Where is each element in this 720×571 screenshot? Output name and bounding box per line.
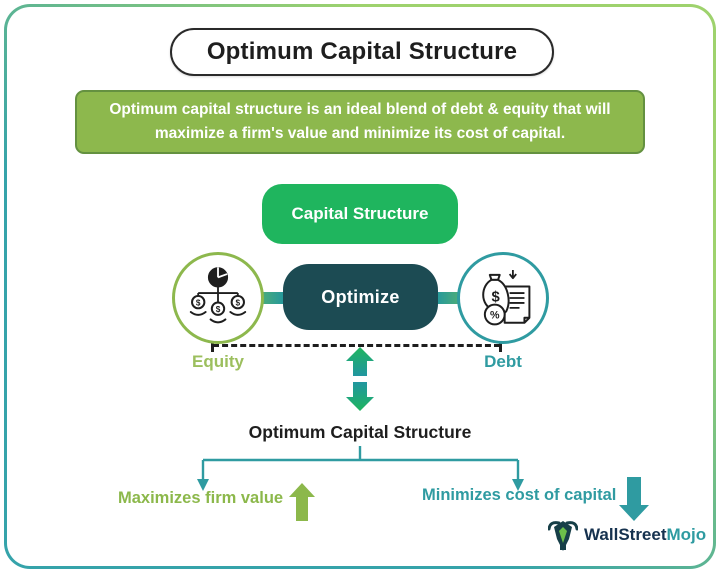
svg-text:$: $ [216,305,221,314]
description-text: Optimum capital structure is an ideal bl… [109,100,611,142]
capital-structure-label: Capital Structure [291,204,429,223]
equity-shareholding-icon: $ $ $ [189,267,247,324]
double-vertical-arrow-icon [346,347,374,411]
svg-text:%: % [490,310,500,322]
page-title: Optimum Capital Structure [206,38,518,65]
bull-logo-icon [548,521,578,551]
optimize-node: Optimize [283,264,438,330]
down-arrow-icon [619,477,649,521]
description-box: Optimum capital structure is an ideal bl… [75,90,645,154]
title-pill: Optimum Capital Structure [170,28,554,76]
equity-circle: $ $ $ [172,252,264,344]
branch-connector [197,446,524,491]
outcome-minimize-label: Minimizes cost of capital [422,486,617,504]
optimum-capital-structure-heading: Optimum Capital Structure [248,422,472,442]
svg-text:$: $ [236,298,241,307]
debt-circle: $ % [457,252,549,344]
equity-label: Equity [192,352,244,371]
logo-mojo: Mojo [666,525,707,544]
dashed-span-line [211,340,502,352]
up-arrow-icon [289,483,315,521]
capital-structure-node: Capital Structure [262,184,458,244]
debt-label: Debt [484,352,522,371]
outcome-maximize-label: Maximizes firm value [118,489,284,507]
logo-wallstreet: WallStreet [584,525,667,544]
svg-text:$: $ [196,298,201,307]
debt-money-bag-icon: $ % [482,269,531,326]
wallstreetmojo-logo: WallStreetMojo [548,518,706,552]
optimize-label: Optimize [321,286,400,307]
svg-text:$: $ [491,289,500,305]
logo-text: WallStreetMojo [584,525,706,545]
